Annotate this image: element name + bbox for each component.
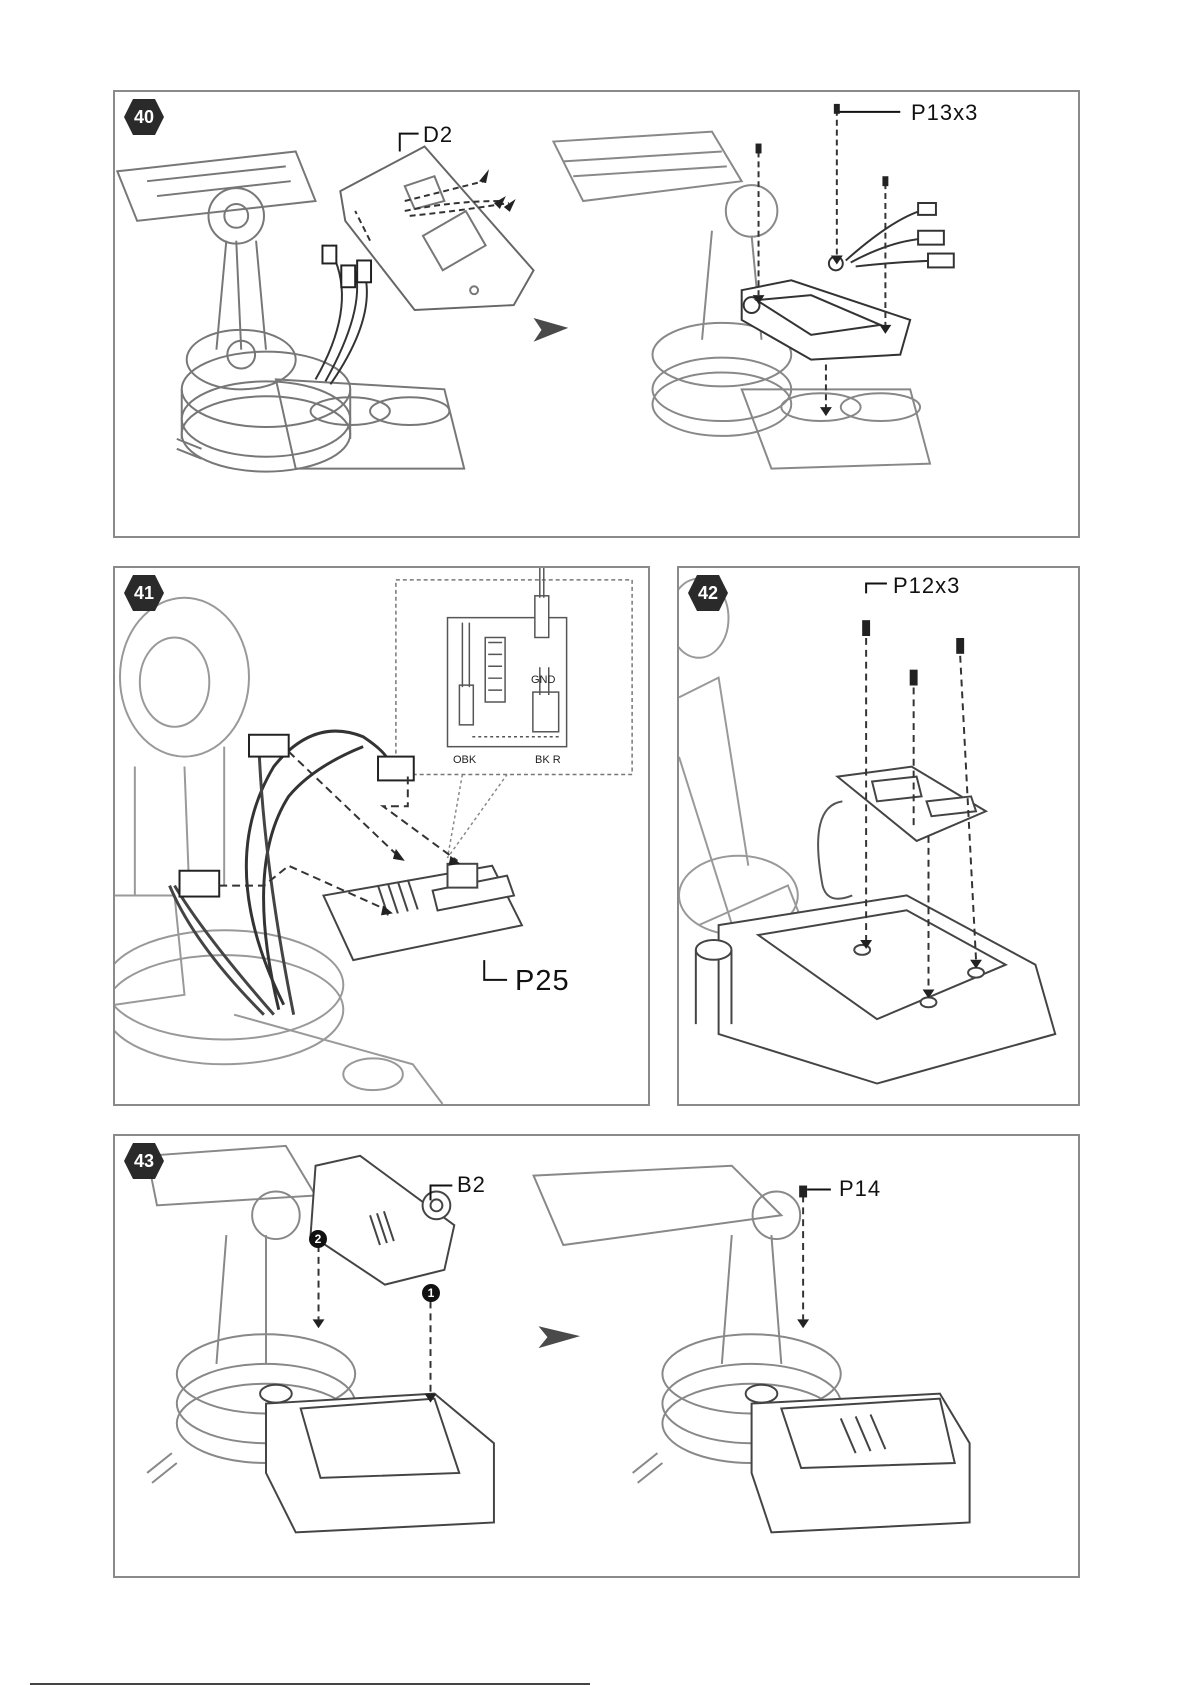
next-step-arrow-icon xyxy=(534,318,569,342)
part-label-b2: B2 xyxy=(457,1172,486,1198)
inset-label-gnd: GND xyxy=(531,674,555,686)
part-label-d2: D2 xyxy=(423,122,453,148)
part-label-p25: P25 xyxy=(515,965,570,998)
step-42-illustration xyxy=(679,568,1078,1104)
step-43-panel: 43 B2 P14 2 1 xyxy=(113,1134,1080,1578)
screw-label-p12x3: P12x3 xyxy=(893,573,960,599)
connector-icon xyxy=(249,735,289,757)
step-badge: 41 xyxy=(123,574,165,612)
screw-label-p14: P14 xyxy=(839,1176,881,1202)
step-badge: 42 xyxy=(687,574,729,612)
step-number: 42 xyxy=(687,574,729,612)
step-42-panel: 42 P12x3 xyxy=(677,566,1080,1106)
step-number: 40 xyxy=(123,98,165,136)
sequence-marker-1: 1 xyxy=(422,1284,440,1302)
step-41-panel: 41 GND OBK BK R P25 xyxy=(113,566,650,1106)
sequence-marker-2: 2 xyxy=(309,1230,327,1248)
next-step-arrow-icon xyxy=(539,1326,581,1348)
step-41-illustration xyxy=(115,568,648,1104)
step-40-illustration xyxy=(115,92,1078,536)
inset-label-bkr: BK R xyxy=(535,754,561,766)
step-badge: 43 xyxy=(123,1142,165,1180)
step-43-illustration xyxy=(115,1136,1078,1576)
inset-label-obk: OBK xyxy=(453,754,476,766)
step-40-panel: 40 D2 P13x3 xyxy=(113,90,1080,538)
step-badge: 40 xyxy=(123,98,165,136)
screw-label-p13x3: P13x3 xyxy=(911,100,978,126)
step-number: 43 xyxy=(123,1142,165,1180)
step-number: 41 xyxy=(123,574,165,612)
